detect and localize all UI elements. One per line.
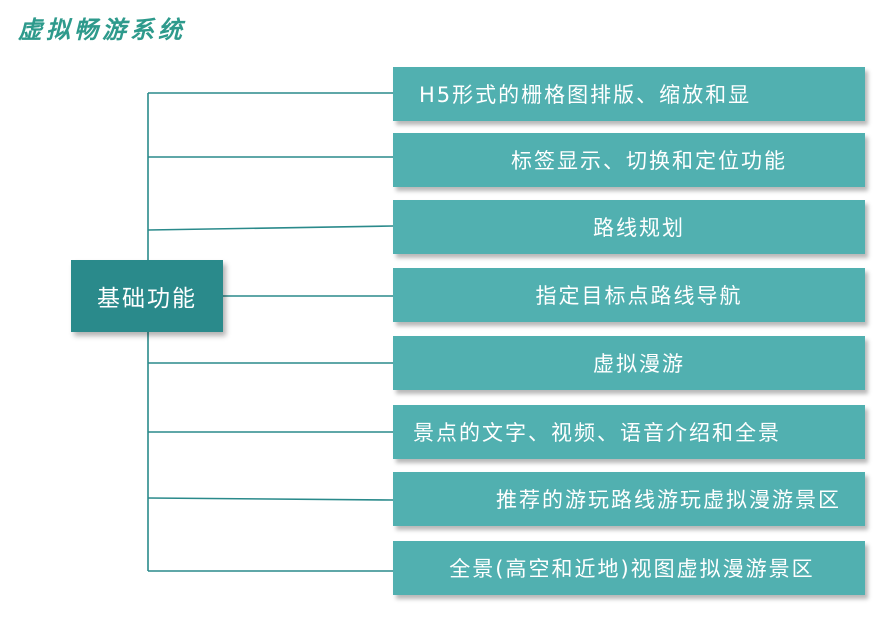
page-title: 虚拟畅游系统 [18,15,186,44]
child-node-6: 景点的文字、视频、语音介绍和全景 [393,405,865,459]
child-node-4: 指定目标点路线导航 [393,268,865,322]
child-node-8: 全景(高空和近地)视图虚拟漫游景区 [393,541,865,595]
child-node-7: 推荐的游玩路线游玩虚拟漫游景区 [393,472,865,526]
root-node: 基础功能 [71,260,223,332]
child-node-1: H5形式的栅格图排版、缩放和显 [393,67,865,121]
child-node-2: 标签显示、切换和定位功能 [393,133,865,187]
child-node-3: 路线规划 [393,200,865,254]
branch-line-7 [147,497,394,501]
child-node-5: 虚拟漫游 [393,336,865,390]
branch-line-3 [147,225,394,231]
